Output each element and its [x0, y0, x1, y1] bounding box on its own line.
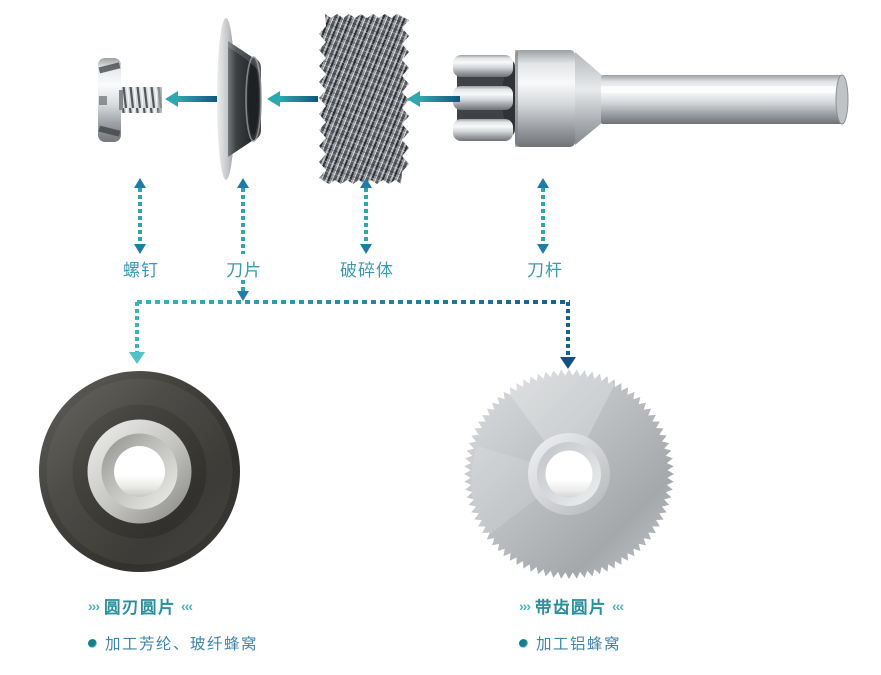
round-edge-disc-caption: ››› 圆刃圆片 ‹‹‹	[88, 594, 193, 618]
disc-title: 带齿圆片	[535, 599, 607, 617]
arrow-up-icon	[134, 178, 146, 188]
blade-image	[217, 18, 262, 180]
part-label-arbor: 刀杆	[527, 261, 563, 280]
arrow-line	[420, 96, 460, 102]
arrow-left-icon	[407, 91, 420, 107]
arrow-down-icon	[237, 291, 249, 301]
arrow-down-icon	[360, 244, 372, 254]
dotted-arrow-screw	[128, 178, 152, 254]
dotted-line	[241, 188, 245, 254]
crusher-image	[319, 14, 409, 184]
part-label-screw: 螺钉	[123, 261, 159, 280]
assembly-arrow-2	[267, 91, 318, 107]
assembly-arrow-1	[165, 91, 217, 107]
dotted-arrow-blade	[231, 178, 255, 254]
chevron-left-icon: ‹‹‹	[181, 598, 193, 614]
arrow-left-icon	[267, 91, 280, 107]
blade-branch-arrow	[231, 280, 255, 301]
screw-image	[98, 58, 162, 142]
toothed-disc-image	[464, 368, 674, 579]
toothed-disc-desc-row: 加工铝蜂窝	[519, 632, 621, 654]
toothed-disc-caption: ››› 带齿圆片 ‹‹‹	[519, 594, 624, 618]
branch-line-left	[135, 302, 139, 353]
arrow-down-icon	[129, 352, 145, 364]
chevron-left-icon: ‹‹‹	[612, 598, 624, 614]
dotted-arrow-arbor	[531, 178, 555, 254]
round-edge-disc-image	[39, 371, 240, 572]
disc-desc: 加工芳纶、玻纤蜂窝	[105, 636, 259, 653]
arbor-image	[453, 50, 849, 147]
round-edge-disc-desc-row: 加工芳纶、玻纤蜂窝	[88, 632, 258, 654]
arrow-line	[178, 96, 217, 102]
arrow-up-icon	[237, 178, 249, 188]
arrow-up-icon	[360, 178, 372, 188]
dotted-line	[138, 188, 142, 244]
arrow-left-icon	[165, 91, 178, 107]
assembly-arrow-3	[407, 91, 460, 107]
arrow-up-icon	[537, 178, 549, 188]
chevron-right-icon: ›››	[88, 598, 100, 614]
dotted-line	[364, 188, 368, 244]
disc-title: 圆刃圆片	[104, 599, 176, 617]
dotted-arrow-crusher	[354, 178, 378, 254]
arrow-down-icon	[560, 357, 576, 369]
branch-line-right	[566, 302, 570, 358]
part-label-blade: 刀片	[226, 261, 262, 280]
branch-line-horizontal	[137, 300, 570, 304]
arrow-down-icon	[134, 244, 146, 254]
bullet-dot-icon	[88, 638, 97, 648]
chevron-right-icon: ›››	[519, 598, 531, 614]
arrow-line	[280, 96, 318, 102]
arrow-down-icon	[537, 244, 549, 254]
dotted-line	[541, 188, 545, 244]
dotted-line	[241, 280, 245, 291]
disc-desc: 加工铝蜂窝	[536, 636, 622, 653]
bullet-dot-icon	[519, 638, 528, 648]
part-label-crusher: 破碎体	[340, 261, 394, 280]
